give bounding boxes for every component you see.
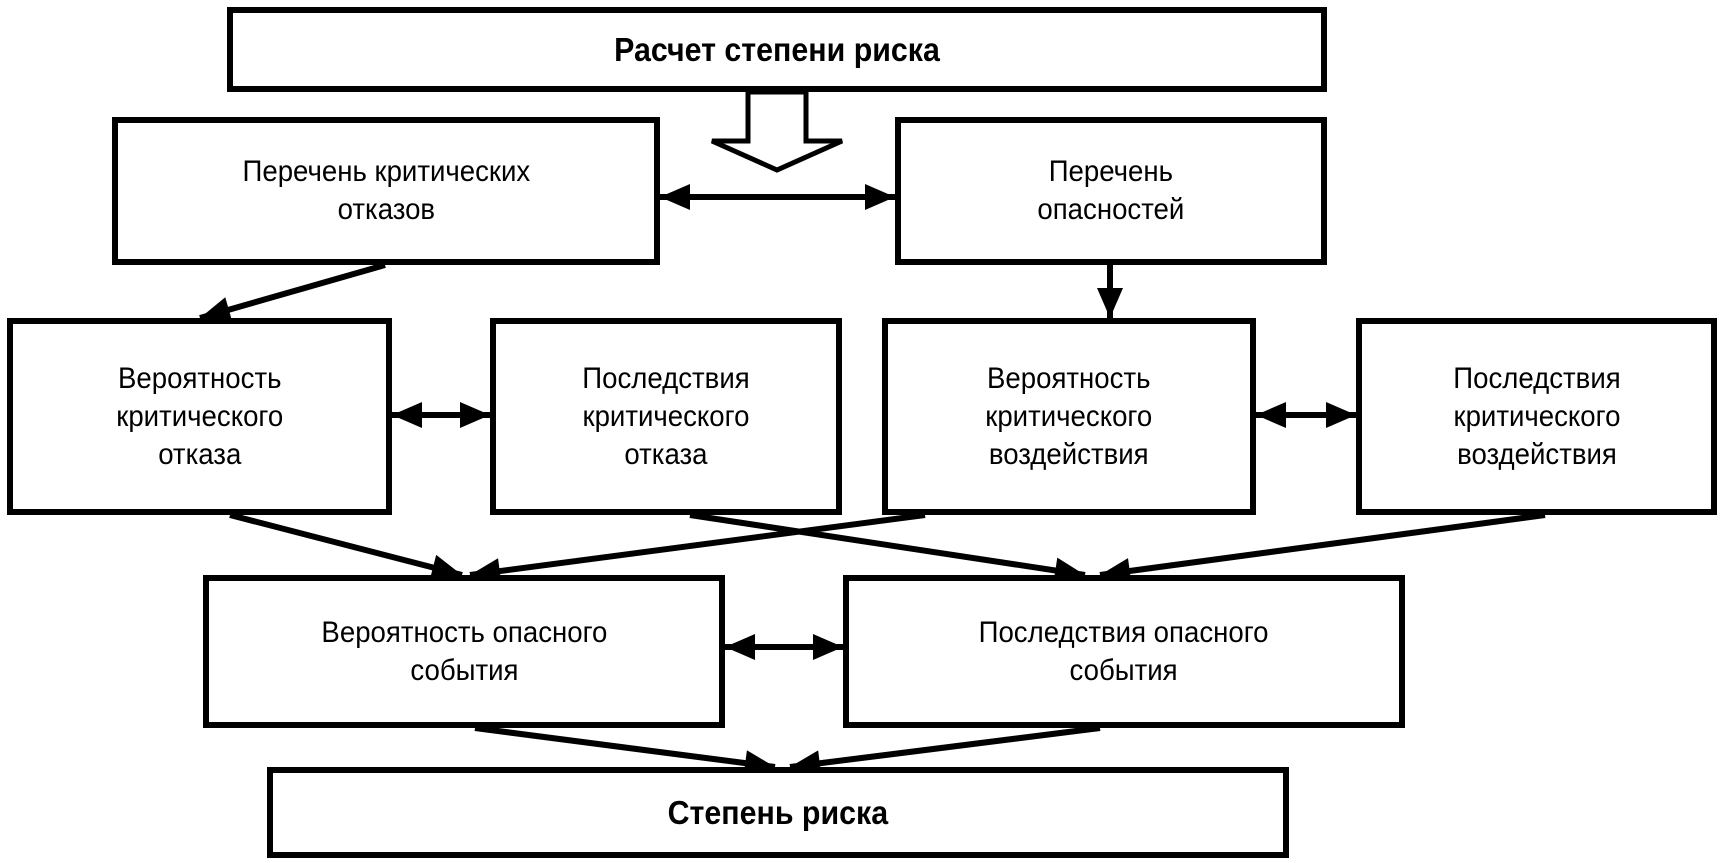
node-risk-degree: Степень риска (267, 767, 1289, 858)
node-label: Последствия опасного события (979, 615, 1269, 687)
node-label: Расчет степени риска (614, 30, 940, 68)
node-risk-calculation: Расчет степени риска (227, 7, 1327, 92)
edge-consimpact-to-consevent (1099, 512, 1546, 578)
node-critical-impact-probability: Вероятность критического воздействия (882, 318, 1256, 515)
edge-failures-to-probfailure-head (200, 297, 233, 323)
edge-probevent-consevent-tail-head (725, 634, 755, 660)
edge-hazards-to-probimpact-head (1097, 288, 1123, 318)
block-arrow-icon (710, 89, 844, 173)
edge-probfailure-to-probevent-head (429, 554, 462, 581)
node-label: Перечень опасностей (1037, 155, 1185, 226)
node-critical-failures-list: Перечень критических отказов (112, 117, 660, 265)
node-hazards-list: Перечень опасностей (895, 117, 1327, 265)
node-label: Вероятность критического отказа (116, 361, 283, 471)
node-label: Последствия критического отказа (582, 361, 750, 471)
edge-failures-hazards-tail-head (660, 184, 690, 210)
node-critical-failure-probability: Вероятность критического отказа (7, 318, 392, 515)
edge-consevent-to-risk (789, 725, 1101, 770)
edge-probevent-to-risk (474, 725, 776, 770)
node-hazardous-event-probability: Вероятность опасного события (203, 575, 725, 728)
edge-consfailure-to-consevent (689, 512, 1086, 578)
edge-probimpact-to-probevent (469, 512, 926, 578)
node-critical-impact-consequences: Последствия критического воздействия (1356, 318, 1717, 515)
node-label: Вероятность опасного события (321, 615, 607, 687)
node-label: Вероятность критического воздействия (985, 361, 1153, 471)
edge-probfailure-consfailure-tail-head (392, 402, 422, 428)
edge-failures-to-probfailure (199, 262, 386, 321)
edge-probimpact-consimpact-head (1326, 402, 1356, 428)
node-label: Перечень критических отказов (242, 155, 530, 226)
edge-failures-hazards-head (865, 184, 895, 210)
edge-probevent-consevent-head (813, 634, 843, 660)
node-hazardous-event-consequences: Последствия опасного события (843, 575, 1405, 728)
edge-probimpact-consimpact-tail-head (1256, 402, 1286, 428)
node-critical-failure-consequences: Последствия критического отказа (490, 318, 842, 515)
node-label: Степень риска (667, 793, 889, 831)
edge-probfailure-to-probevent (229, 512, 463, 578)
edge-probfailure-consfailure-head (460, 402, 490, 428)
node-label: Последствия критического воздействия (1452, 361, 1621, 471)
